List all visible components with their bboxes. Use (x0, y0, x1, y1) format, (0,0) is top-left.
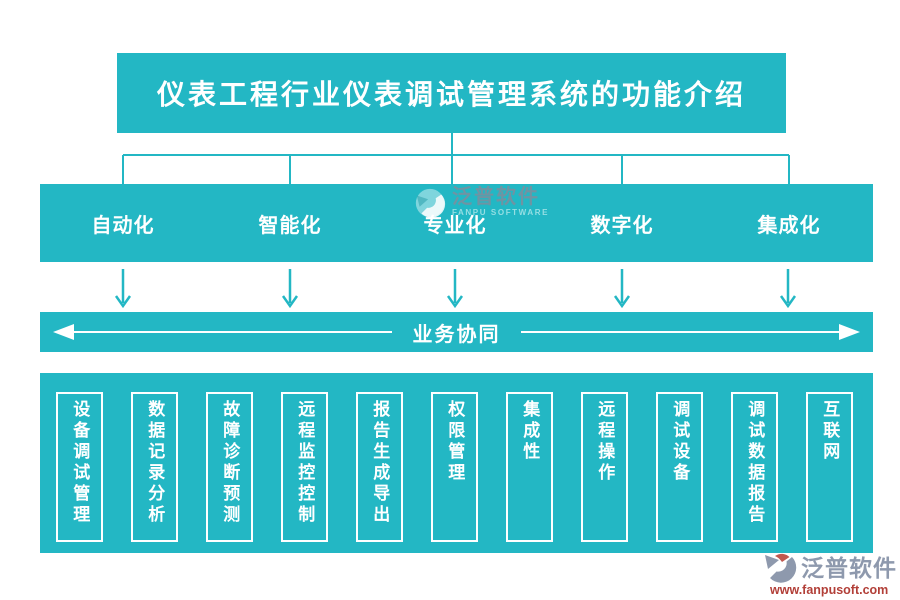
feature-card: 远程操作 (581, 392, 628, 542)
branch-label: 自动化 (91, 214, 155, 237)
feature-label: 调试数据报告 (745, 400, 765, 526)
branch-item-intelligence: 智能化 (230, 184, 350, 262)
branch-item-automation: 自动化 (63, 184, 183, 262)
down-arrows-icon (114, 269, 797, 309)
feature-label: 设备调试管理 (70, 400, 90, 526)
branch-label: 数字化 (590, 214, 654, 237)
feature-card: 调试数据报告 (731, 392, 778, 542)
feature-label: 互联网 (820, 400, 840, 463)
feature-label: 报告生成导出 (370, 400, 390, 526)
watermark-logo-icon (415, 188, 446, 218)
branch-item-digital: 数字化 (562, 184, 682, 262)
feature-card: 报告生成导出 (356, 392, 403, 542)
features-panel: 设备调试管理 数据记录分析 故障诊断预测 远程监控控制 报告生成导出 权限管理 … (40, 373, 873, 553)
feature-label: 故障诊断预测 (220, 400, 240, 526)
feature-label: 调试设备 (670, 400, 690, 484)
watermark-name: 泛普软件 (452, 186, 540, 208)
feature-card: 权限管理 (431, 392, 478, 542)
collaboration-label: 业务协同 (412, 323, 501, 346)
feature-card: 数据记录分析 (131, 392, 178, 542)
feature-card: 故障诊断预测 (206, 392, 253, 542)
double-arrow-icon (53, 324, 860, 340)
feature-label: 权限管理 (445, 400, 465, 484)
feature-card: 调试设备 (656, 392, 703, 542)
branch-item-professional: 专业化 (395, 184, 515, 262)
feature-card: 设备调试管理 (56, 392, 103, 542)
feature-label: 数据记录分析 (145, 400, 165, 526)
branch-label: 智能化 (258, 214, 322, 237)
branch-label: 专业化 (423, 214, 487, 237)
feature-label: 集成性 (520, 400, 540, 463)
footer-logo-name: 泛普软件 (801, 555, 897, 581)
feature-card: 集成性 (506, 392, 553, 542)
footer-logo-icon (765, 553, 797, 583)
branch-item-integration: 集成化 (729, 184, 849, 262)
collaboration-bar: 业务协同 (40, 312, 873, 352)
branch-label: 集成化 (757, 214, 821, 237)
feature-card: 远程监控控制 (281, 392, 328, 542)
page-title: 仪表工程行业仪表调试管理系统的功能介绍 (156, 79, 746, 110)
footer-logo-url: www.fanpusoft.com (770, 583, 889, 597)
watermark-subtitle: FANPU SOFTWARE (452, 208, 550, 217)
feature-label: 远程监控控制 (295, 400, 315, 526)
watermark-logo: 泛普软件 FANPU SOFTWARE (413, 186, 549, 220)
footer-logo: 泛普软件 www.fanpusoft.com (762, 548, 900, 597)
title-banner: 仪表工程行业仪表调试管理系统的功能介绍 (117, 53, 786, 133)
feature-label: 远程操作 (595, 400, 615, 484)
feature-card: 互联网 (806, 392, 853, 542)
branch-bar: 自动化 智能化 专业化 数字化 集成化 (40, 184, 873, 262)
